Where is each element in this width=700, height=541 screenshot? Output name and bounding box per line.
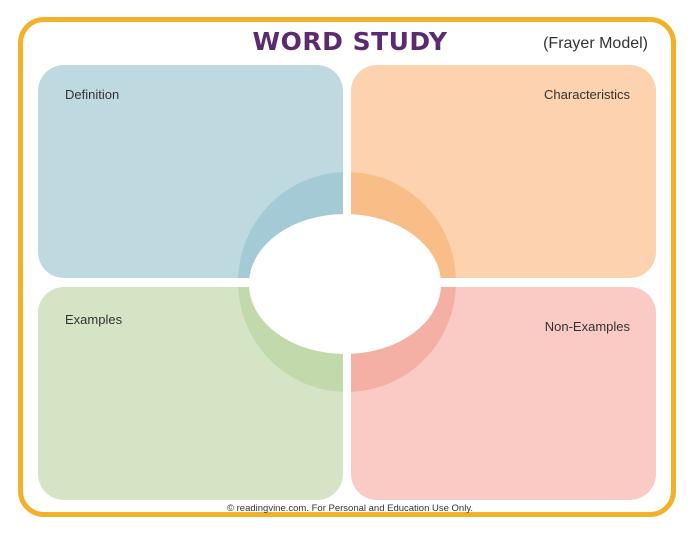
- characteristics-label: Characteristics: [544, 87, 630, 102]
- copyright-footer: © readingvine.com. For Personal and Educ…: [226, 503, 474, 514]
- page-title: WORD STUDY: [252, 27, 448, 56]
- definition-box[interactable]: Definition: [38, 65, 343, 278]
- non-examples-box[interactable]: Non-Examples: [351, 287, 656, 500]
- non-examples-label: Non-Examples: [544, 319, 630, 334]
- definition-label: Definition: [65, 87, 120, 102]
- examples-box[interactable]: Examples: [38, 287, 343, 500]
- characteristics-box[interactable]: Characteristics: [351, 65, 656, 278]
- page-subtitle: (Frayer Model): [543, 35, 648, 52]
- examples-label: Examples: [65, 312, 123, 327]
